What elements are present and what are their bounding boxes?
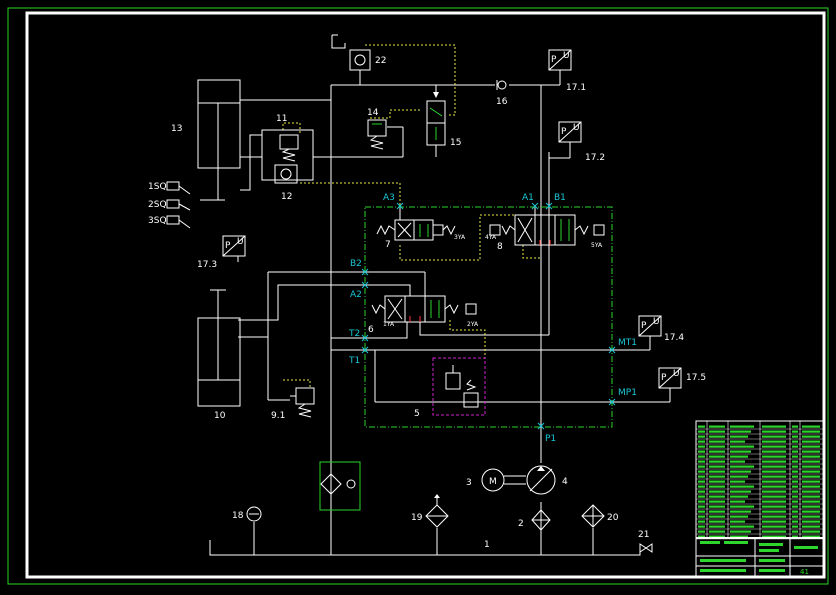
svg-text:4YA: 4YA [485, 234, 497, 241]
label-4: 4 [562, 477, 568, 487]
svg-text:P: P [641, 321, 647, 331]
pipe-network [209, 70, 671, 556]
svg-text:U: U [573, 123, 580, 133]
svg-text:P: P [551, 55, 557, 65]
filter-block[interactable] [319, 461, 361, 511]
svg-text:P1: P1 [545, 434, 556, 444]
relief-valve-5[interactable] [445, 365, 479, 408]
svg-text:P: P [225, 241, 231, 251]
valve-15[interactable] [426, 92, 446, 146]
svg-text:B1: B1 [554, 193, 566, 203]
title-block: 41 [695, 420, 825, 578]
drain-valve-21[interactable] [639, 543, 653, 553]
svg-text:3YA: 3YA [454, 234, 466, 241]
thermometer-18[interactable] [246, 506, 262, 522]
solenoid-labels: 1YA 2YA 3YA 4YA 5YA [383, 234, 603, 328]
label-17-2: 17.2 [585, 153, 605, 163]
svg-text:A2: A2 [350, 290, 362, 300]
limit-switches[interactable] [166, 181, 191, 229]
outer-frame [7, 7, 829, 585]
valve-22[interactable] [331, 34, 371, 71]
label-10: 10 [214, 411, 226, 421]
label-12: 12 [281, 192, 292, 202]
directional-valve-7[interactable] [376, 219, 456, 241]
label-20: 20 [607, 513, 619, 523]
label-17-5: 17.5 [686, 373, 706, 383]
svg-text:P: P [561, 127, 567, 137]
label-2: 2 [518, 519, 524, 529]
label-21: 21 [638, 530, 649, 540]
check-valve-12[interactable] [274, 164, 298, 184]
label-6: 6 [368, 325, 374, 335]
valve-14[interactable] [367, 119, 387, 150]
svg-text:3SQ: 3SQ [148, 216, 167, 226]
label-15: 15 [450, 138, 461, 148]
cylinder-10[interactable] [197, 289, 241, 407]
label-7: 7 [385, 240, 391, 250]
directional-valve-8[interactable] [489, 214, 605, 246]
heater-20[interactable] [581, 504, 605, 528]
pilot-lines [282, 44, 541, 388]
motor-letter: M [489, 477, 497, 487]
svg-text:T2: T2 [348, 329, 360, 339]
svg-text:U: U [237, 237, 244, 247]
svg-text:U: U [563, 51, 570, 61]
label-19: 19 [411, 513, 423, 523]
motor-3[interactable]: M [481, 468, 526, 492]
title-block-code: 41 [800, 568, 809, 576]
svg-text:1YA: 1YA [383, 321, 395, 328]
label-22: 22 [375, 56, 386, 66]
label-8: 8 [497, 242, 503, 252]
label-5: 5 [414, 409, 420, 419]
label-9-1: 9.1 [271, 411, 285, 421]
svg-text:P: P [661, 373, 667, 383]
check-valve-16[interactable] [496, 80, 507, 90]
component-labels: 1 2 3 4 5 6 7 8 9.1 10 11 12 13 14 15 16… [171, 56, 706, 550]
label-14: 14 [367, 108, 379, 118]
valve-block-5-boundary [364, 206, 613, 428]
label-17-4: 17.4 [664, 333, 684, 343]
label-11: 11 [276, 114, 287, 124]
label-1: 1 [484, 540, 490, 550]
label-18: 18 [232, 511, 244, 521]
label-16: 16 [496, 97, 508, 107]
label-17-1: 17.1 [566, 83, 586, 93]
svg-text:U: U [653, 317, 660, 327]
air-filter-19[interactable] [425, 494, 449, 528]
relief-valve-9-1[interactable] [290, 387, 315, 418]
svg-text:B2: B2 [350, 259, 362, 269]
label-3: 3 [466, 478, 472, 488]
svg-text:U: U [673, 369, 680, 379]
svg-text:T1: T1 [348, 356, 360, 366]
label-17-3: 17.3 [197, 260, 217, 270]
port-labels: A1 B1 A3 B2 A2 T2 T1 MT1 MP1 P1 [348, 193, 637, 444]
label-13: 13 [171, 124, 182, 134]
relief-valve-block [432, 357, 486, 416]
pump-4[interactable] [526, 465, 556, 495]
port-markers [361, 202, 616, 430]
switch-labels: 1SQ 2SQ 3SQ [148, 182, 167, 226]
svg-text:A3: A3 [383, 193, 395, 203]
filter-2[interactable] [531, 509, 551, 531]
svg-text:2YA: 2YA [467, 321, 479, 328]
svg-text:2SQ: 2SQ [148, 200, 167, 210]
svg-text:1SQ: 1SQ [148, 182, 167, 192]
inner-frame [25, 11, 826, 579]
cylinder-13[interactable] [197, 79, 241, 201]
directional-valve-6[interactable] [371, 295, 477, 323]
svg-text:MT1: MT1 [618, 338, 637, 348]
svg-text:A1: A1 [522, 193, 534, 203]
valve-11[interactable] [261, 129, 314, 181]
svg-text:MP1: MP1 [618, 388, 637, 398]
svg-text:5YA: 5YA [591, 242, 603, 249]
